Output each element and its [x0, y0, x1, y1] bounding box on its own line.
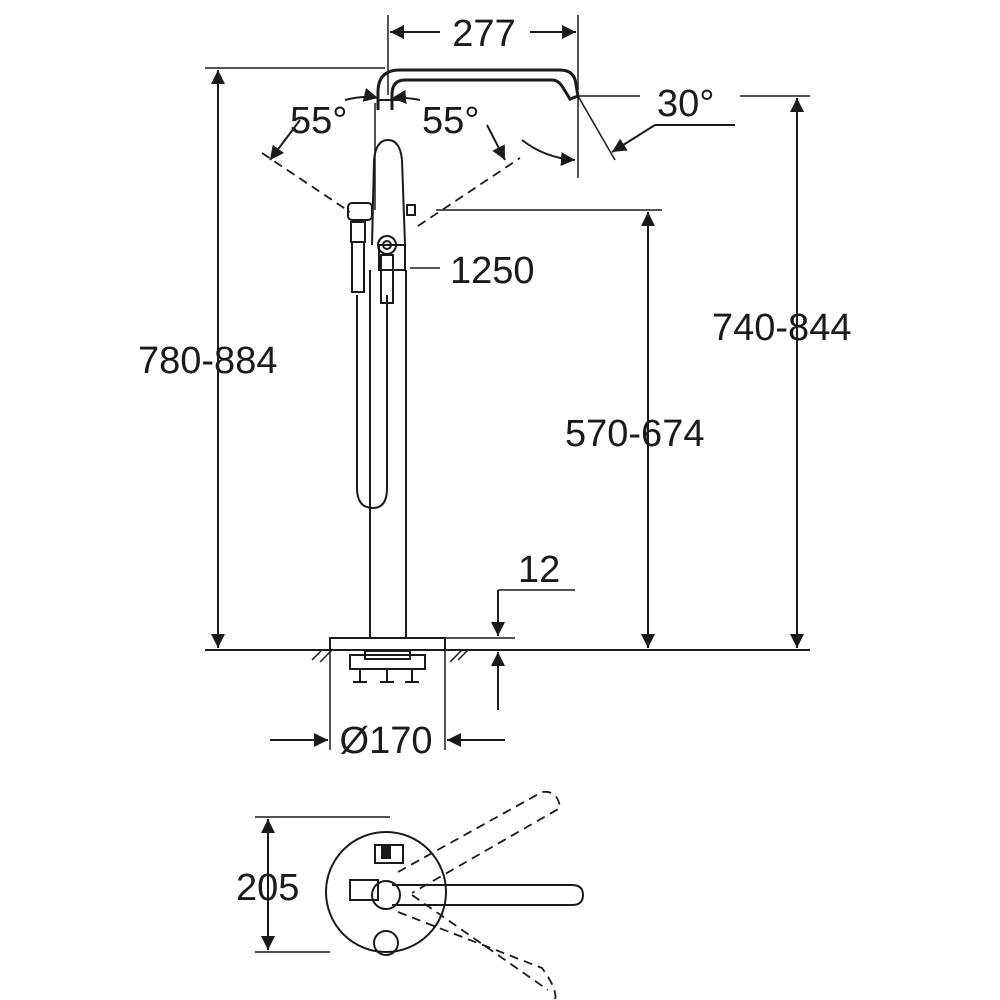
- dim-spout-reach-label: 277: [452, 13, 515, 55]
- dim-plan-depth-label: 205: [236, 867, 299, 909]
- elevation-view: [205, 15, 810, 750]
- floor-hatch: [311, 649, 469, 663]
- plan-outlet-mark: [381, 845, 391, 859]
- dim-780-884-lines: [205, 67, 385, 648]
- dim-12-lines: [445, 589, 575, 710]
- spout-swivel-lines: [521, 95, 735, 178]
- dim-170-lines: [270, 650, 505, 750]
- plan-hand-shower: [373, 930, 399, 956]
- plan-center-hub: [371, 880, 401, 910]
- column: [369, 270, 407, 638]
- dim-lever-angle-left-label: 55°: [290, 100, 347, 142]
- dim-740-844-lines: [740, 95, 810, 648]
- hand-shower: [377, 235, 397, 304]
- diverter-knob: [406, 204, 416, 216]
- dim-base-diameter-label: Ø170: [340, 720, 433, 762]
- base-plate: [329, 637, 446, 651]
- dim-lever-angle-right-label: 55°: [422, 100, 479, 142]
- dim-base-thickness-label: 12: [518, 549, 560, 591]
- dim-total-height-label: 780-884: [138, 340, 277, 382]
- dim-spout-swivel-label: 30°: [657, 83, 714, 125]
- dim-outlet-height-label: 570-674: [565, 413, 704, 455]
- dim-277-lines: [387, 15, 579, 95]
- mounting-fixture: [349, 650, 426, 683]
- hose-loop: [356, 295, 388, 510]
- plan-view: [255, 790, 585, 1000]
- dim-570-674-lines: [436, 209, 662, 648]
- plan-spout-stub: [349, 879, 379, 901]
- mixer-body: [371, 138, 406, 271]
- plan-base-circle: [325, 831, 447, 953]
- plan-lever-alternate-positions: [397, 790, 561, 1000]
- dim-spout-height-label: 740-844: [712, 307, 851, 349]
- lever-angle-lines: [261, 88, 521, 227]
- dim-hose-length-label: 1250: [450, 250, 535, 292]
- lever-handle-left: [347, 202, 373, 293]
- dim-205-lines: [255, 816, 390, 953]
- spout: [376, 68, 580, 110]
- plan-lever: [392, 884, 585, 906]
